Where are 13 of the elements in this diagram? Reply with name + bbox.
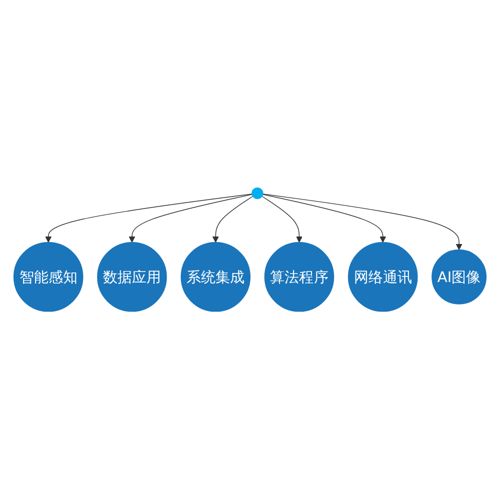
node-circle: 算法程序 [264, 242, 334, 312]
arrow [262, 196, 302, 244]
node-circle: 网络通讯 [348, 242, 418, 312]
node-circle: 智能感知 [13, 242, 84, 312]
node-circle: 系统集成 [180, 242, 251, 312]
node-circle: AI图像 [432, 250, 487, 305]
arrow [212, 196, 254, 244]
node-circle [252, 188, 264, 200]
arrow [262, 194, 462, 250]
arrow [45, 194, 252, 244]
node-circle: 数据应用 [97, 242, 167, 312]
arrow [128, 194, 252, 244]
arrow [262, 194, 386, 244]
